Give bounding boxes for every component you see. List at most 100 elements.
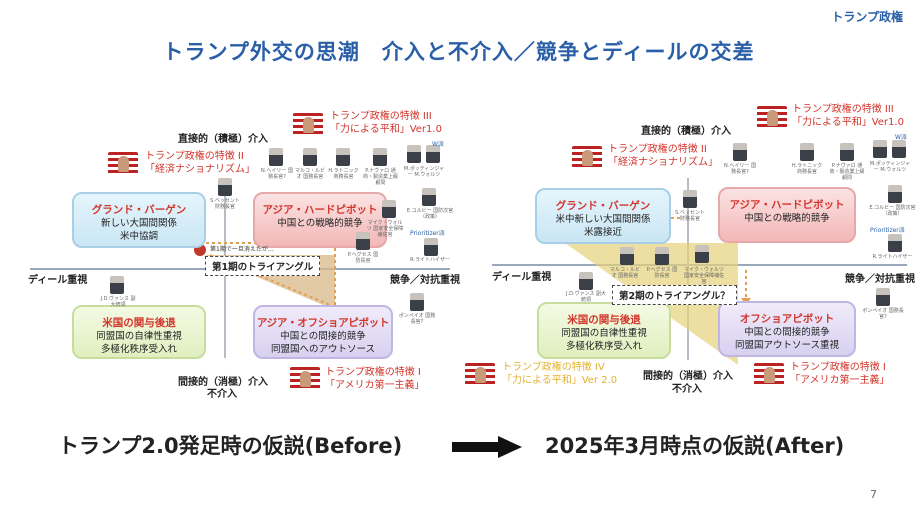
person-portrait (382, 200, 396, 218)
before-caption: トランプ2.0発足時の仮説(Before) (58, 434, 403, 458)
axis-top-label: 直接的（積極）介入 (641, 126, 731, 137)
right-arrow-icon (452, 436, 522, 458)
box-heading: アジア・ハードピボット (729, 199, 845, 211)
person-label: M.ポッティンジャー M.ウォルツ (869, 161, 911, 173)
trump-portrait (290, 367, 320, 389)
person-label: マルコ・ルビオ 国務長官 (295, 168, 325, 180)
trump-portrait (754, 363, 784, 385)
trump-portrait (293, 113, 323, 135)
person-label: E.コルビー 国防次官（政策） (406, 208, 454, 220)
grand-bargain-box: グランド・バーゲン新しい大国間関係米中協調 (72, 192, 206, 248)
person-label: S.ベッセント 財務長官 (675, 210, 705, 222)
trump-portrait (108, 152, 138, 174)
box-heading: グランド・バーゲン (91, 204, 187, 216)
axis-right-label: 競争／対抗重視 (390, 275, 460, 286)
person-label: S.ベッセント 財務長官 (210, 198, 240, 210)
person-portrait (888, 185, 902, 203)
feature-2: トランプ政権の特徴 II「経済ナショナリズム」 (608, 144, 718, 168)
person-label: ポンペイオ 国務長官? (862, 308, 904, 320)
person-portrait (407, 145, 421, 163)
trump-portrait (572, 146, 602, 168)
person-label: N.ヘイリー 国務長官? (724, 163, 756, 175)
person-label: P.ヘグセス 国防長官 (347, 252, 379, 264)
offshore-pivot-box: オフショアピボット中国との間接的競争同盟国アウトソース重視 (718, 301, 856, 357)
box-heading: アジア・ハードピボット (262, 204, 378, 216)
box-heading: 米国の関与後退 (567, 314, 641, 326)
person-portrait (620, 247, 634, 265)
person-label: M.ポッティンジャー M.ウォルツ (403, 166, 445, 178)
person-portrait (269, 148, 283, 166)
person-label: P.ヘグセス 国防長官 (646, 267, 678, 279)
person-portrait (655, 247, 669, 265)
person-portrait (373, 148, 387, 166)
person-label: R.ライトハイザー (872, 254, 913, 260)
trump-portrait (465, 363, 495, 385)
person-portrait (424, 238, 438, 256)
box-line: 同盟国の自律性重視 (561, 328, 647, 339)
axis-top-label: 直接的（積極）介入 (178, 134, 268, 145)
person-portrait (422, 188, 436, 206)
box-line: 中国との戦略的競争 (277, 218, 363, 229)
axis-bottom-label-2: 不介入 (672, 384, 702, 395)
person-portrait (888, 234, 902, 252)
axis-bottom-label: 間接的（消極）介入 (178, 377, 268, 388)
note-text: 第1期で一旦消えたが… (210, 246, 274, 253)
person-portrait (218, 178, 232, 196)
retreat-box: 米国の関与後退同盟国の自律性重視多極化秩序受入れ (72, 305, 206, 359)
person-portrait (579, 272, 593, 290)
axis-left-label: ディール重視 (492, 272, 552, 283)
faction-label: Prioritizer派 (870, 227, 905, 234)
person-label: H.ラトニック 商務長官 (791, 163, 823, 175)
feature-4: トランプ政権の特徴 IV「力による平和」Ver 2.0 (502, 362, 618, 386)
feature-1: トランプ政権の特徴 I「アメリカ第一主義」 (325, 367, 425, 391)
person-portrait (695, 245, 709, 263)
person-portrait (733, 143, 747, 161)
person-label: P.ナヴァロ 通商・製造業上級顧問 (829, 163, 865, 181)
feature-3: トランプ政権の特徴 III「力による平和」Ver1.0 (330, 111, 442, 135)
person-label: R.ライトハイザー (410, 257, 450, 263)
box-heading: 米国の関与後退 (102, 317, 176, 329)
person-label: J.D.ヴァンス 副大統領 (566, 291, 606, 303)
person-portrait (303, 148, 317, 166)
feature-2: トランプ政権の特徴 II「経済ナショナリズム」 (145, 151, 255, 175)
person-portrait (356, 232, 370, 250)
page-number: 7 (870, 488, 877, 501)
axis-bottom-label: 間接的（消極）介入 (643, 371, 733, 382)
person-label: ポンペイオ 国務長官? (398, 313, 436, 325)
person-label: P.ナヴァロ 通商・製造業上級顧問 (363, 168, 399, 186)
trump-portrait (757, 106, 787, 128)
person-portrait (876, 288, 890, 306)
hard-pivot-box: アジア・ハードピボット中国との戦略的競争 (718, 187, 856, 243)
person-portrait (840, 143, 854, 161)
person-label: H.ラトニック 商務長官 (328, 168, 359, 180)
box-line: 米中新しい大国間関係 (555, 214, 651, 225)
grand-bargain-box: グランド・バーゲン米中新しい大国間関係米露接近 (535, 188, 671, 244)
faction-label: W派 (432, 141, 444, 148)
box-line: 多極化秩序受入れ (100, 344, 177, 355)
faction-label: Prioritizer派 (410, 230, 445, 237)
triangle-label: 第1期のトライアングル (205, 256, 321, 276)
person-label: マルコ・ルビオ 国務長官 (610, 267, 640, 279)
box-heading: グランド・バーゲン (555, 200, 651, 212)
person-label: マイク・ウォルツ 国家安全保障補佐官 (683, 267, 724, 285)
box-line: 米中協調 (119, 231, 158, 242)
person-label: J.D.ヴァンス 副大統領 (100, 296, 136, 308)
after-caption: 2025年3月時点の仮説(After) (545, 434, 845, 458)
box-line: 同盟国アウトソース重視 (734, 340, 840, 351)
offshore-pivot-box: アジア・オフショアピボット中国との間接的競争同盟国へのアウトソース (253, 305, 393, 359)
person-portrait (892, 140, 906, 158)
person-label: N.ヘイリー 国務長官? (261, 168, 293, 180)
page-title: トランプ外交の思潮 介入と不介入／競争とディールの交差 (162, 40, 755, 64)
axis-left-label: ディール重視 (28, 275, 88, 286)
axis-bottom-label-2: 不介入 (207, 389, 237, 400)
faction-label: W派 (895, 134, 907, 141)
box-line: 中国との間接的競争 (744, 327, 830, 338)
feature-1: トランプ政権の特徴 I「アメリカ第一主義」 (790, 362, 890, 386)
person-portrait (410, 293, 424, 311)
box-line: 新しい大国間関係 (100, 218, 177, 229)
person-portrait (426, 145, 440, 163)
box-heading: オフショアピボット (739, 313, 835, 325)
person-portrait (110, 276, 124, 294)
feature-3: トランプ政権の特徴 III「力による平和」Ver1.0 (792, 104, 904, 128)
box-heading: アジア・オフショアピボット (256, 317, 390, 329)
